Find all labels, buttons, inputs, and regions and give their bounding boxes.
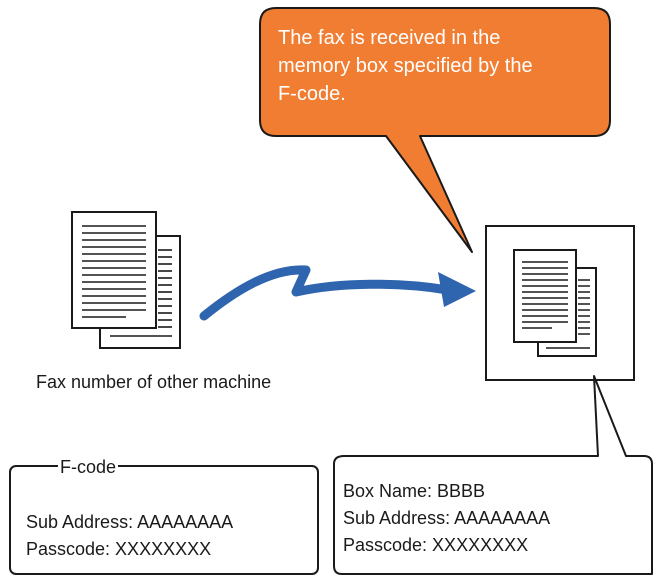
box-passcode: Passcode: XXXXXXXX [343,535,529,555]
fcode-passcode: Passcode: XXXXXXXX [26,539,212,559]
callout-line: The fax is received in the [278,27,501,49]
fcode-box [9,465,319,575]
callout-line: memory box specified by the [278,55,533,77]
callout-bubble [259,7,611,253]
memory-box-callout [333,375,653,575]
fcode-title: F-code [58,457,119,478]
box-name: Box Name: BBBB [343,481,486,501]
sender-label: Fax number of other machine [36,372,272,392]
callout-text: The fax is received in the memory box sp… [278,24,578,108]
box-sub-address: Sub Address: AAAAAAAA [343,508,551,528]
zigzag-arrow-icon [199,265,476,321]
fcode-sub-address: Sub Address: AAAAAAAA [26,512,234,532]
document-stack-icon [71,211,181,349]
callout-line: F-code. [278,83,346,105]
memory-box-document-icon [485,225,635,381]
